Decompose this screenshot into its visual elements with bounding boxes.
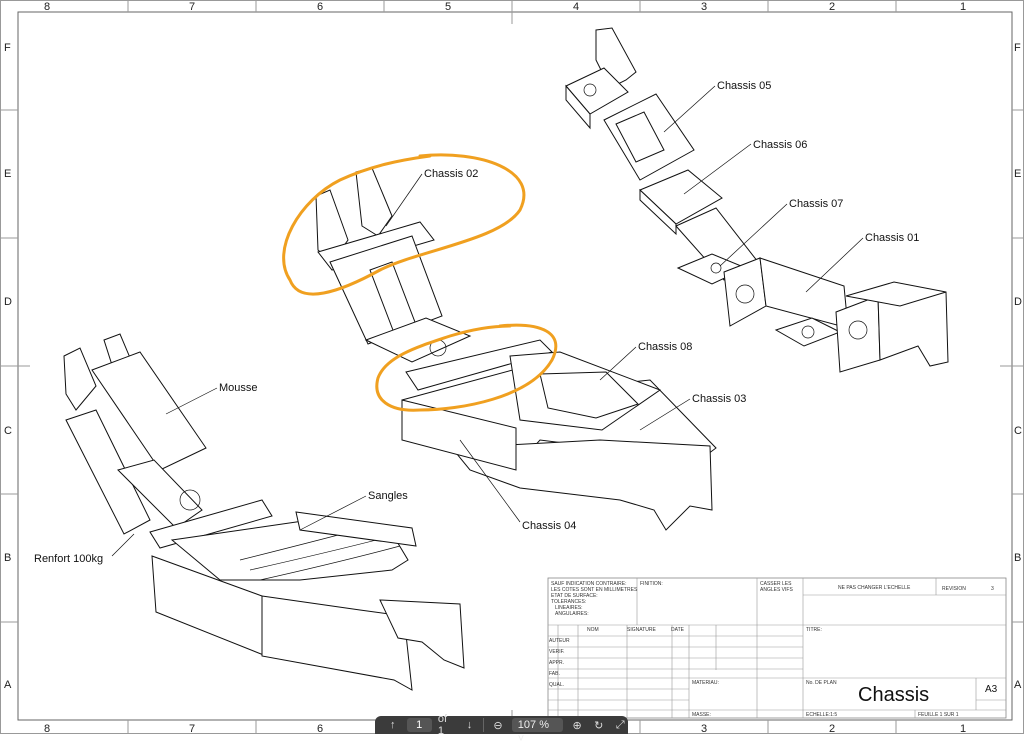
label-chassis-01: Chassis 01 (865, 232, 919, 244)
zone-row-label: C (1014, 425, 1022, 437)
annotation-circle-chassis02 (282, 153, 526, 296)
zone-col-label: 7 (189, 1, 195, 13)
assembly-center (315, 167, 717, 531)
tb-note: ANGULAIRES: (555, 611, 589, 617)
tb-header-date: DATE (671, 627, 685, 633)
assembly-lower-left (63, 333, 465, 691)
tb-note: LES COTES SONT EN MILLIMETRES (551, 587, 638, 593)
tb-drawing-title: Chassis (858, 684, 929, 706)
label-sangles: Sangles (368, 490, 408, 502)
zone-labels-bottom: 8 7 6 3 2 1 (44, 723, 966, 734)
tb-role: VERIF. (549, 649, 565, 655)
tb-casser: CASSER LES (760, 581, 792, 587)
zone-col-label: 3 (701, 723, 707, 734)
title-block: SAUF INDICATION CONTRAIRE: LES COTES SON… (547, 577, 1007, 719)
zone-col-label: 1 (960, 1, 966, 13)
label-chassis-07: Chassis 07 (789, 198, 843, 210)
zone-col-label: 6 (317, 723, 323, 734)
tb-titre: TITRE: (806, 627, 822, 633)
zoom-level-select[interactable]: 107 % ˅ (511, 718, 564, 745)
label-chassis-04: Chassis 04 (522, 520, 576, 532)
tb-note: ETAT DE SURFACE: (551, 593, 598, 599)
tb-finition: FINITION: (640, 581, 663, 587)
zone-col-label: 7 (189, 723, 195, 734)
tb-ne-pas-changer: NE PAS CHANGER L'ECHELLE (838, 585, 911, 591)
zone-col-label: 2 (829, 723, 835, 734)
zone-labels-left: F E D C B A (4, 42, 12, 691)
label-chassis-02: Chassis 02 (424, 168, 478, 180)
label-mousse: Mousse (219, 382, 258, 394)
tb-feuille: FEUILLE 1 SUR 1 (918, 712, 959, 718)
callouts (111, 85, 864, 557)
label-chassis-05: Chassis 05 (717, 80, 771, 92)
tb-no-plan: No. DE PLAN (806, 680, 837, 686)
zoom-in-icon[interactable]: ⊕ (572, 719, 582, 732)
tb-revision-label: REVISION (942, 586, 966, 592)
zone-col-label: 4 (573, 1, 579, 13)
label-chassis-06: Chassis 06 (753, 139, 807, 151)
tb-header-nom: NOM (587, 627, 599, 633)
assembly-upper-right (565, 27, 949, 373)
annotation-circle-chassis08 (375, 323, 558, 412)
tb-masse: MASSE: (692, 712, 711, 718)
tb-casser: ANGLES VIFS (760, 587, 793, 593)
zone-row-label: C (4, 425, 12, 437)
tb-note: LINEAIRES: (555, 605, 583, 611)
zone-row-label: B (4, 552, 11, 564)
zone-labels-top: 8 7 6 5 4 3 2 1 (44, 1, 966, 13)
next-page-icon[interactable]: ↓ (466, 719, 473, 731)
zone-row-label: A (4, 679, 12, 691)
zoom-level-value: 107 % (517, 719, 549, 731)
zone-row-label: E (4, 168, 11, 180)
tb-role: APPR. (549, 660, 564, 666)
tb-note: TOLERANCES: (551, 599, 586, 605)
page-number-input[interactable]: 1 (406, 718, 432, 732)
zone-row-label: D (4, 296, 12, 308)
fit-to-page-icon[interactable]: ⤢ (615, 718, 625, 731)
label-chassis-03: Chassis 03 (692, 393, 746, 405)
label-chassis-08: Chassis 08 (638, 341, 692, 353)
zone-col-label: 1 (960, 723, 966, 734)
zone-row-label: B (1014, 552, 1021, 564)
tb-role: QUAL. (549, 682, 564, 688)
zone-col-label: 2 (829, 1, 835, 13)
tb-revision: 3 (991, 586, 994, 592)
previous-page-icon[interactable]: ↑ (390, 719, 396, 731)
page-count: of 1 (437, 713, 448, 737)
zone-row-label: F (4, 42, 11, 54)
zoom-out-icon[interactable]: ⊖ (493, 719, 503, 732)
label-renfort: Renfort 100kg (34, 553, 103, 565)
zone-col-label: 3 (701, 1, 707, 13)
zone-col-label: 5 (445, 1, 451, 13)
tb-note: SAUF INDICATION CONTRAIRE: (551, 581, 626, 587)
tb-format: A3 (985, 684, 998, 695)
zone-col-label: 6 (317, 1, 323, 13)
zone-row-label: A (1014, 679, 1022, 691)
zone-row-label: E (1014, 168, 1021, 180)
tb-header-signature: SIGNATURE (627, 627, 656, 633)
tb-materiau: MATERIAU: (692, 680, 719, 686)
tb-role: FAB. (549, 671, 560, 677)
zone-col-label: 8 (44, 1, 50, 13)
zone-labels-right: F E D C B A (1014, 42, 1022, 691)
pdf-viewer-toolbar: ↑ 1 of 1 ↓ ⊖ 107 % ˅ ⊕ ↻ ⤢ (375, 713, 628, 745)
markup-annotations (282, 153, 558, 412)
zone-row-label: D (1014, 296, 1022, 308)
toolbar-divider (483, 718, 485, 732)
tb-echelle: ECHELLE:1:5 (806, 712, 837, 718)
tb-role: AUTEUR (549, 638, 570, 644)
zone-col-label: 8 (44, 723, 50, 734)
rotate-icon[interactable]: ↻ (594, 719, 604, 732)
zone-row-label: F (1014, 42, 1021, 54)
